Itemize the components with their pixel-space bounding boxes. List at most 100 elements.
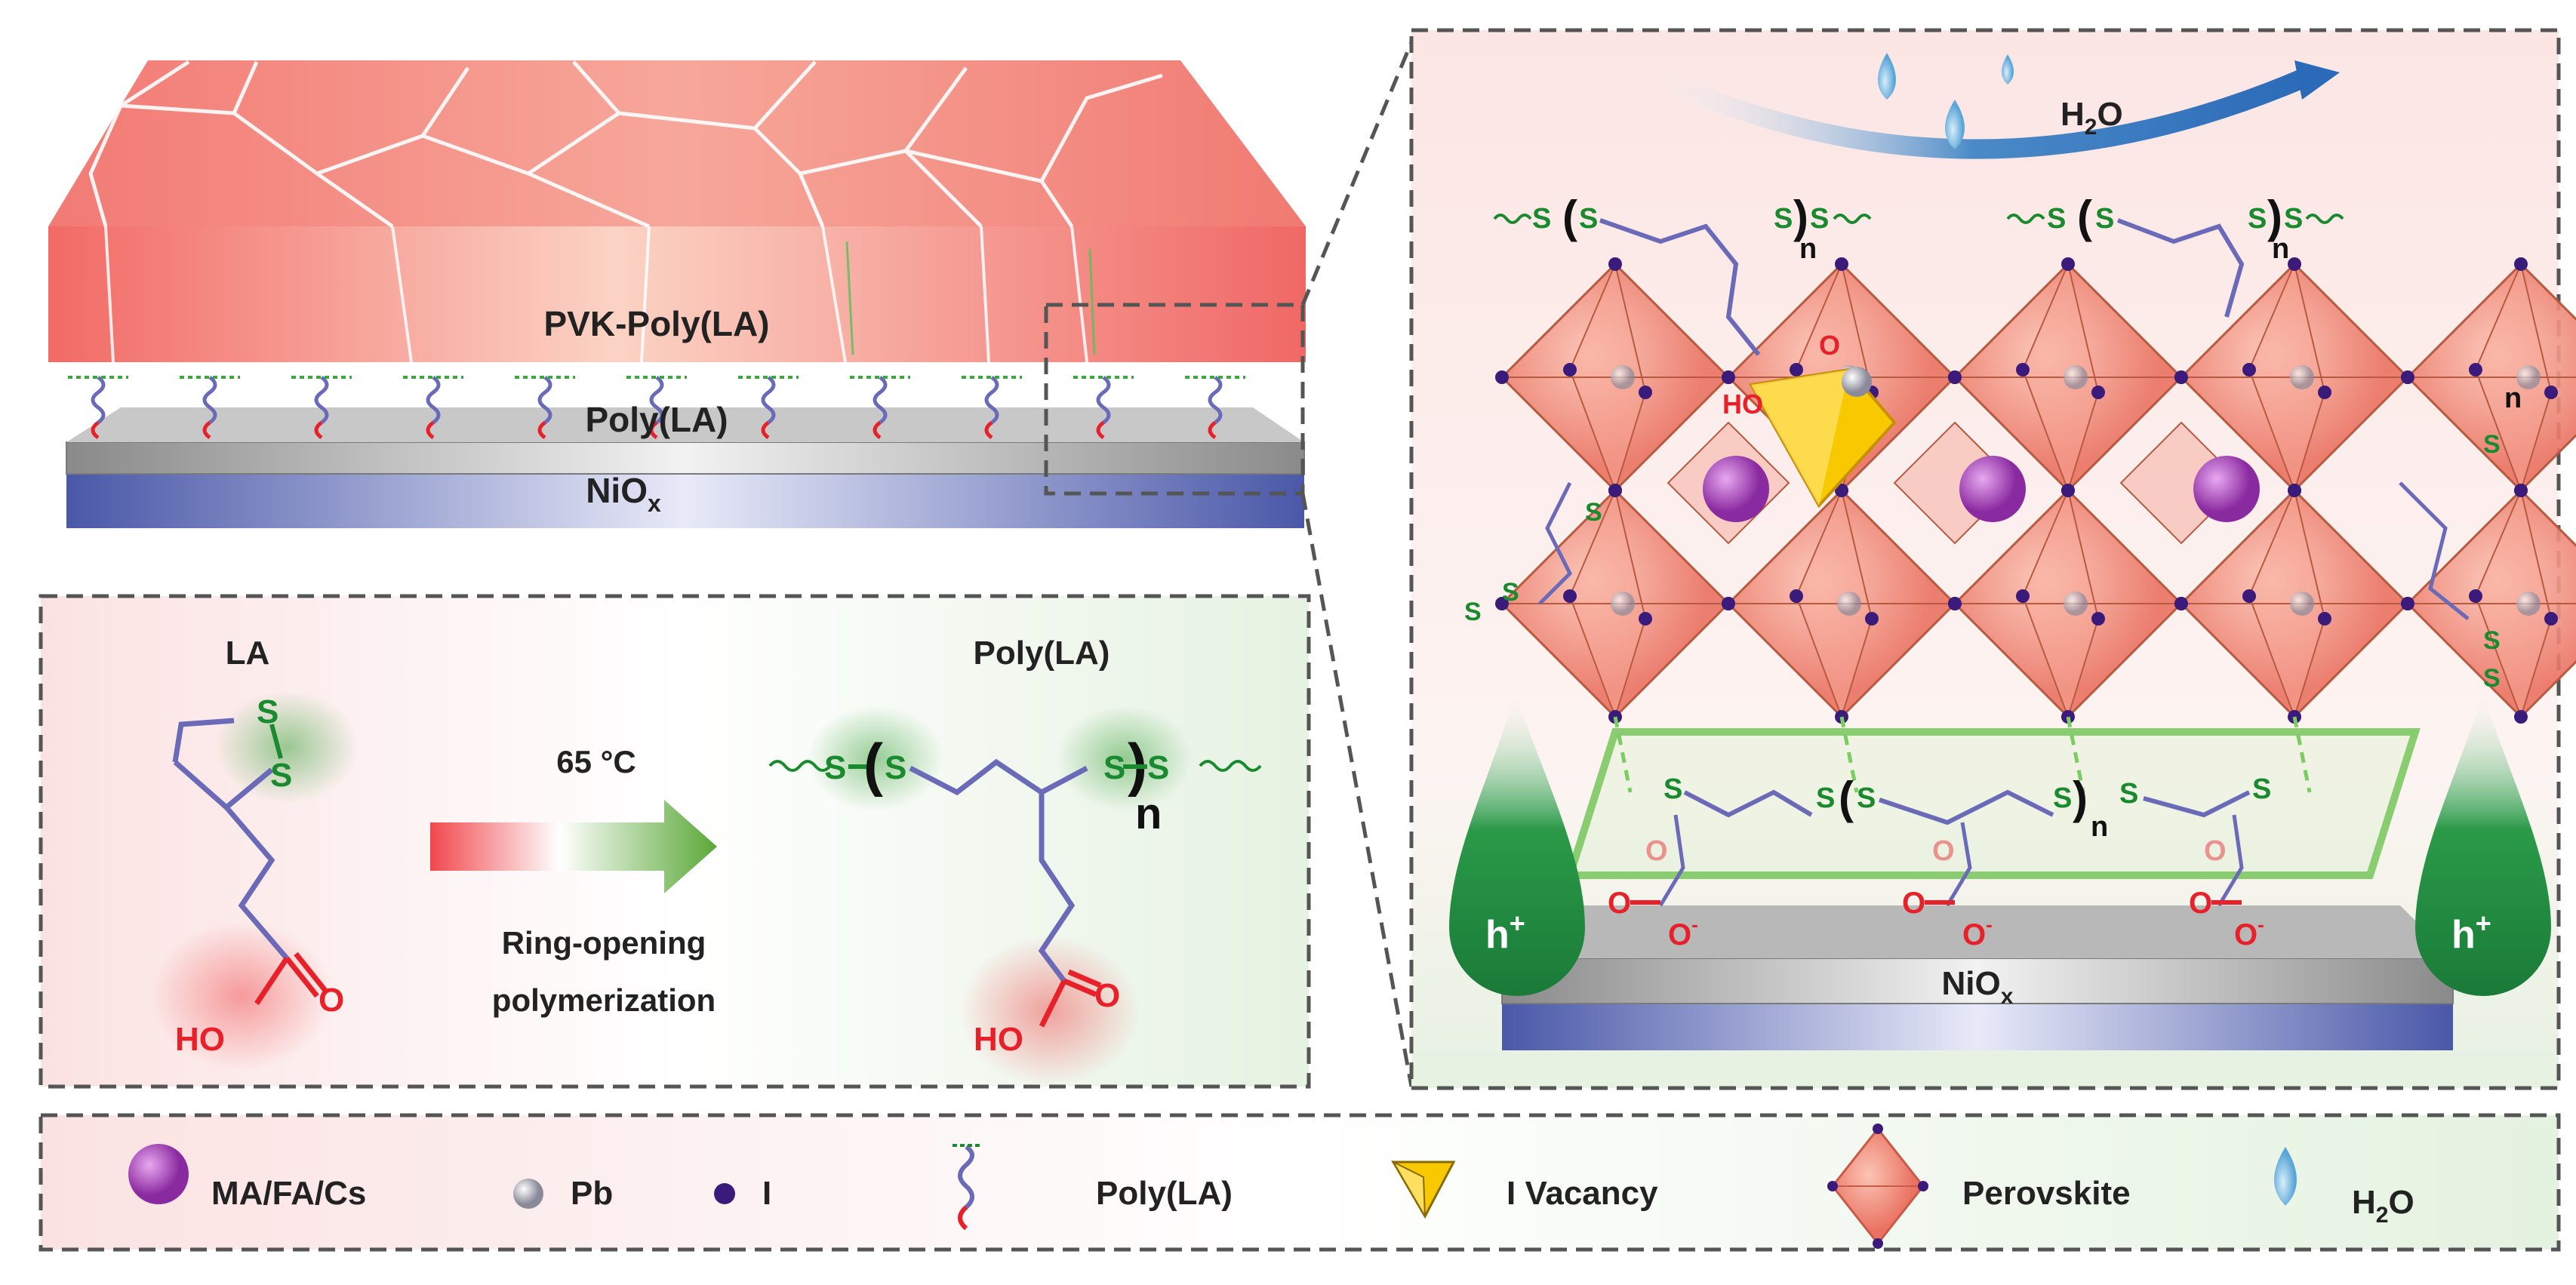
pbi6-octahedron (1948, 484, 2188, 724)
poly-la-chain (962, 375, 1022, 440)
side-polymer-chains: S S S S n S S (1464, 383, 2522, 693)
svg-text:HO: HO (175, 1021, 225, 1058)
svg-text:O-: O- (1962, 913, 1993, 951)
poly-la-chain (850, 375, 910, 440)
svg-text:n: n (2091, 811, 2108, 843)
water-label: H2O (2060, 96, 2123, 140)
nio-label: NiOx (586, 471, 661, 517)
svg-text:O: O (319, 982, 344, 1019)
hole-transport-left: h+ (1449, 694, 1585, 996)
device-stack: PVK-Poly(LA) Poly(LA) NiOx (48, 42, 1414, 1087)
purple-sphere-icon (128, 1144, 189, 1204)
svg-text:S: S (2483, 626, 2501, 655)
poly-la-chain (1185, 375, 1245, 440)
svg-text:HO: HO (1722, 389, 1763, 420)
svg-text:S: S (2095, 203, 2114, 235)
nio-top-face (66, 407, 1304, 442)
poly-la-chain (1073, 375, 1134, 440)
zoom-panel: H2O NiOx S ( S S ) S n (1409, 28, 2576, 1090)
poly-la-chain-row (68, 375, 1245, 440)
reaction-panel: LA S S HO O 65 °C Ring-opening polymeriz… (38, 594, 1311, 1089)
cation-sphere (1959, 456, 2026, 522)
pbi6-octahedron (1722, 484, 1962, 724)
svg-text:S: S (1532, 203, 1551, 235)
svg-text:S: S (2248, 203, 2267, 235)
svg-text:S: S (2053, 782, 2072, 814)
coordination-bond (2066, 716, 2085, 793)
svg-text:S: S (1103, 749, 1125, 786)
svg-text:n: n (1799, 233, 1817, 265)
svg-text:n: n (2272, 233, 2289, 265)
poly-la-chain (515, 375, 575, 440)
pbi6-octahedron (1948, 257, 2188, 497)
svg-text:O: O (1902, 887, 1925, 920)
reaction-arrow (430, 800, 717, 893)
zoom-nio-label: NiOx (1942, 965, 2014, 1009)
svg-text:O: O (1608, 887, 1631, 920)
svg-text:HO: HO (974, 1021, 1023, 1058)
pbi6-octahedron (2401, 484, 2576, 724)
svg-text:O-: O- (1668, 913, 1698, 951)
pbi6-octahedron (2174, 257, 2414, 497)
legend-label-vacancy: I Vacancy (1507, 1175, 1658, 1212)
svg-text:S: S (1579, 203, 1598, 235)
svg-text:O: O (1819, 330, 1840, 361)
svg-text:O: O (2204, 835, 2227, 867)
pb-sphere (1842, 367, 1872, 397)
perovskite-front-face (48, 226, 1306, 362)
svg-text:S: S (257, 693, 279, 730)
bottom-polymer-chains: S S ( S S ) n S S O O- O O- O O- O (1608, 773, 2271, 951)
svg-text:S: S (1464, 598, 1482, 626)
hole-transport-right: h+ (2415, 694, 2551, 996)
poly-la-label: Poly(LA) (585, 400, 728, 439)
poly-la-product-label: Poly(LA) (974, 635, 1110, 672)
svg-text:O: O (1645, 835, 1668, 867)
process-line2: polymerization (492, 982, 716, 1018)
legend-label-poly-la: Poly(LA) (1096, 1175, 1233, 1212)
legend-label-perovskite: Perovskite (1962, 1175, 2131, 1212)
svg-text:S: S (2252, 773, 2271, 805)
poly-la-chain (738, 375, 799, 440)
svg-text:S: S (1857, 782, 1876, 814)
svg-text:S: S (2483, 430, 2501, 459)
svg-text:S: S (2483, 664, 2501, 693)
coordination-bond (2292, 716, 2312, 793)
svg-text:S: S (270, 757, 292, 794)
substrate-blue-layer (66, 474, 1304, 528)
polymer-chain-icon (953, 1144, 980, 1231)
svg-text:S: S (1502, 578, 1519, 607)
svg-text:S: S (1810, 203, 1829, 235)
svg-text:(: ( (863, 731, 883, 798)
svg-text:n: n (2504, 383, 2522, 414)
octahedron-icon (1827, 1124, 1928, 1249)
svg-text:S: S (1585, 498, 1602, 527)
coordination-bond (1839, 716, 1859, 793)
svg-text:S: S (2119, 778, 2138, 810)
grain-boundaries (88, 60, 1163, 229)
svg-text:O-: O- (2234, 913, 2264, 951)
temperature-label: 65 °C (556, 744, 636, 779)
svg-text:O: O (1932, 835, 1955, 867)
svg-text:): ) (2073, 773, 2088, 823)
svg-text:(: ( (1839, 773, 1854, 823)
svg-text:O: O (2189, 887, 2212, 920)
svg-text:S: S (2047, 203, 2066, 235)
poly-la-chain (180, 375, 240, 440)
svg-text:S: S (2284, 203, 2303, 235)
legend-label-water: H2O (2352, 1184, 2414, 1228)
svg-text:S: S (1774, 203, 1793, 235)
legend-label-cation: MA/FA/Cs (211, 1175, 366, 1212)
water-drop-icon (2274, 1147, 2297, 1206)
zoom-region-box (1044, 303, 1305, 496)
cation-sphere (1703, 456, 1769, 522)
svg-text:S: S (1147, 749, 1169, 786)
legend-label-pb: Pb (571, 1175, 613, 1212)
zoom-line-bottom (1300, 493, 1414, 1087)
la-label: LA (226, 635, 270, 672)
water-drops (1878, 53, 2014, 149)
white-sphere-icon (513, 1179, 543, 1209)
grain-boundaries-front (104, 226, 1088, 363)
svg-text:S: S (1663, 773, 1682, 805)
svg-text:): ) (1793, 192, 1808, 242)
